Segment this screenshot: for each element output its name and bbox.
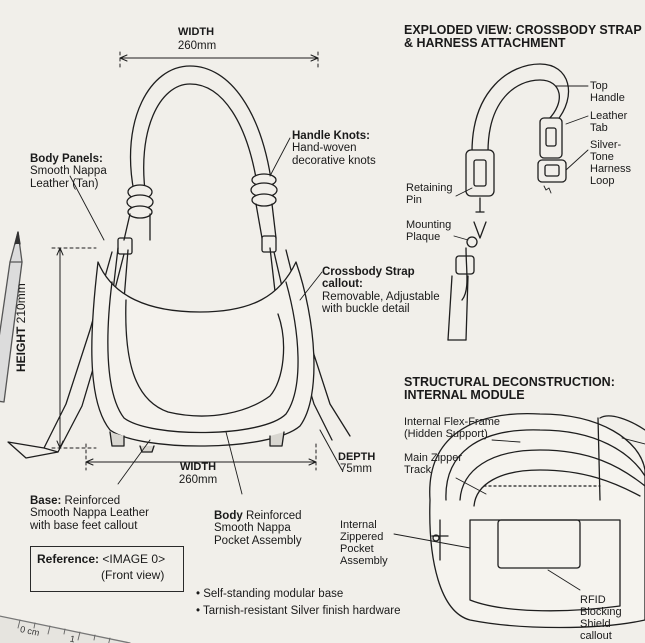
callout-body-title: Body	[214, 509, 243, 522]
callout-crossbody: Crossbody Strap callout:Removable, Adjus…	[322, 253, 440, 316]
label-mounting-plaque: Mounting Plaque	[406, 219, 452, 243]
callout-body-panels: Body Panels:Smooth Nappa Leather (Tan)	[30, 140, 107, 190]
depth-value: 75mm	[340, 463, 372, 475]
width-top-label: WIDTH	[178, 26, 215, 38]
callout-crossbody-title: Crossbody Strap callout:	[322, 265, 415, 291]
bag-body	[91, 261, 315, 453]
reference-image: <IMAGE 0>	[102, 552, 166, 566]
note-item: Tarnish-resistant Silver finish hardware	[196, 603, 401, 620]
notes-list: Self-standing modular base Tarnish-resis…	[196, 586, 401, 620]
dimension-lines	[51, 51, 343, 471]
callout-handle-knots-text: Hand-woven decorative knots	[292, 142, 376, 167]
leader-lines	[69, 137, 323, 495]
label-top-handle: Top Handle	[590, 80, 625, 104]
width-bottom-label: WIDTH	[179, 461, 217, 473]
callout-base: Base: Reinforced Smooth Nappa Leather wi…	[30, 482, 149, 532]
exploded-leader-lines	[453, 85, 589, 241]
reference-box: Reference: <IMAGE 0> (Front view)	[30, 546, 184, 592]
exploded-title: EXPLODED VIEW: CROSSBODY STRAP & HARNESS…	[404, 23, 642, 50]
label-zipper-track: Main Zipper Track	[404, 452, 463, 476]
label-leather-tab: Leather Tab	[590, 110, 628, 134]
structural-title: STRUCTURAL DECONSTRUCTION: INTERNAL MODU…	[404, 375, 615, 402]
internal-module	[429, 413, 645, 629]
height-label: HEIGHT	[14, 326, 28, 372]
label-flex-frame: Internal Flex-Frame (Hidden Support)	[404, 416, 500, 440]
height-dimension: HEIGHT 210mm	[14, 283, 28, 372]
bag-handle	[117, 65, 278, 255]
callout-handle-knots-title: Handle Knots:	[292, 129, 370, 142]
callout-body-panels-text: Smooth Nappa Leather (Tan)	[30, 165, 107, 190]
callout-base-title: Base:	[30, 494, 62, 507]
callout-base-text: Reinforced Smooth Nappa Leather with bas…	[30, 494, 149, 532]
depth-label: DEPTH	[338, 451, 376, 463]
callout-body-panels-title: Body Panels:	[30, 152, 103, 165]
callout-body: Body Reinforced Smooth Nappa Pocket Asse…	[214, 497, 302, 547]
exploded-strap	[447, 63, 570, 341]
label-harness-loop: Silver-Tone Harness Loop	[590, 139, 631, 187]
width-bottom-value: 260mm	[178, 474, 218, 486]
callout-handle-knots: Handle Knots:Hand-woven decorative knots	[292, 117, 376, 167]
width-top-value: 260mm	[177, 40, 217, 52]
note-item: Self-standing modular base	[196, 586, 401, 603]
reference-title-label: Reference:	[37, 552, 100, 566]
reference-view: (Front view)	[101, 568, 165, 582]
module-leader-lines	[393, 437, 645, 591]
pencil-icon	[0, 231, 23, 403]
height-value: 210mm	[14, 283, 28, 324]
ruler-icon	[0, 615, 131, 643]
reference-title: Reference: <IMAGE 0>	[37, 552, 165, 566]
label-retaining-pin: Retaining Pin	[406, 182, 453, 206]
label-rfid: RFID Blocking Shield callout	[580, 594, 622, 642]
callout-body-text: Reinforced Smooth Nappa Pocket Assembly	[214, 509, 302, 547]
callout-crossbody-text: Removable, Adjustable with buckle detail	[322, 290, 440, 316]
label-internal-pocket: Internal Zippered Pocket Assembly	[340, 519, 388, 567]
